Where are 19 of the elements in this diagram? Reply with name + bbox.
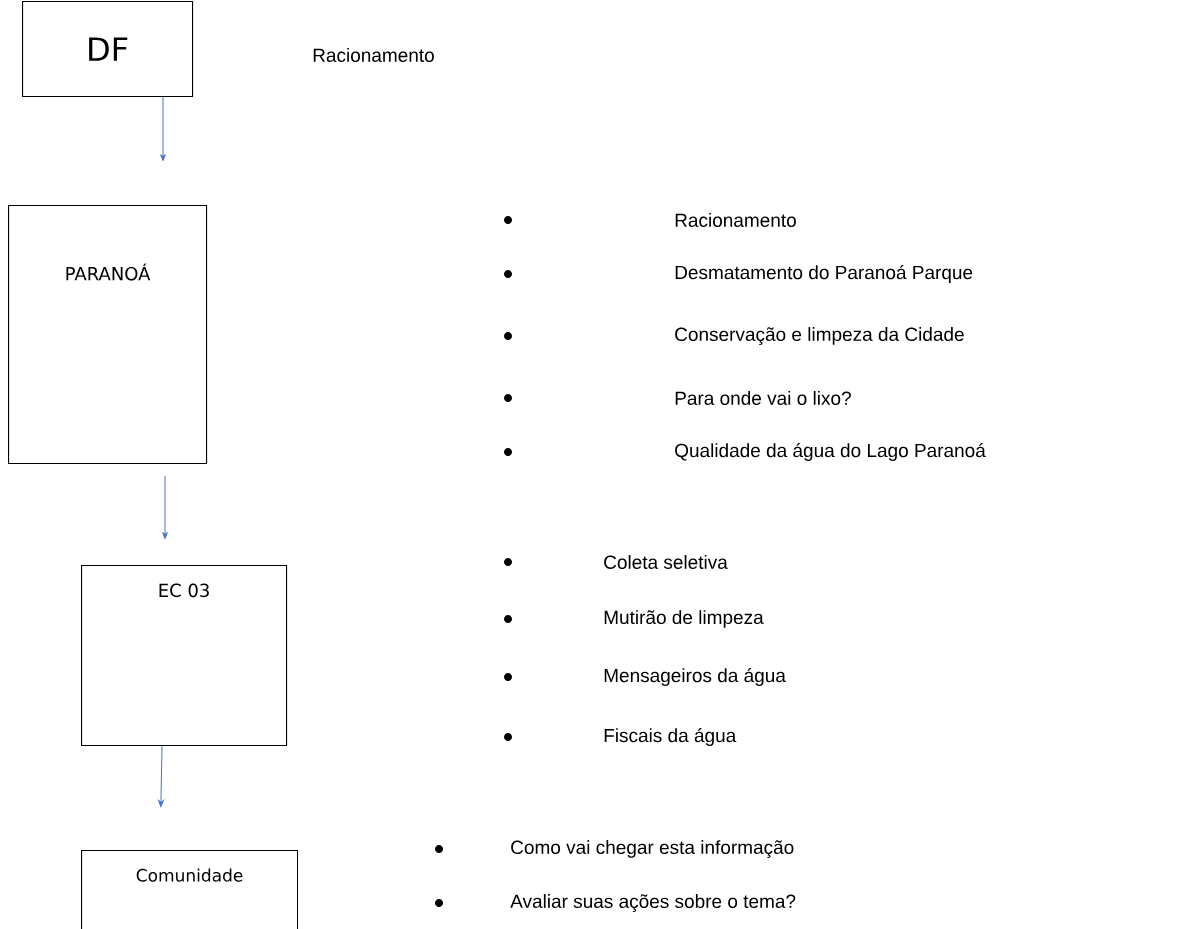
process-box: PARANOÁ [8, 205, 208, 465]
list-item: Racionamento [675, 213, 796, 227]
arrow [160, 96, 166, 162]
process-box: Comunidade [81, 850, 299, 929]
list-item: Coleta seletiva [604, 555, 728, 569]
process-box: DF [22, 1, 194, 98]
list-item: Fiscais da água [604, 728, 737, 746]
list-item: Avaliar suas ações sobre o tema? [510, 894, 796, 912]
list-item: Para onde vai o lixo? [675, 391, 851, 405]
list-item: Desmatamento do Paranoá Parque [675, 265, 973, 283]
arrow [162, 475, 168, 540]
arrow [158, 745, 164, 808]
list-item: Conservação e limpeza da Cidade [675, 327, 964, 345]
list-item: Racionamento [313, 48, 434, 62]
list-item: Mensageiros da água [604, 668, 786, 686]
list-item: Qualidade da água do Lago Paranoá [675, 443, 986, 461]
list-item: Como vai chegar esta informação [511, 840, 794, 858]
process-box: EC 03 [81, 565, 288, 747]
list-item: Mutirão de limpeza [604, 610, 764, 628]
